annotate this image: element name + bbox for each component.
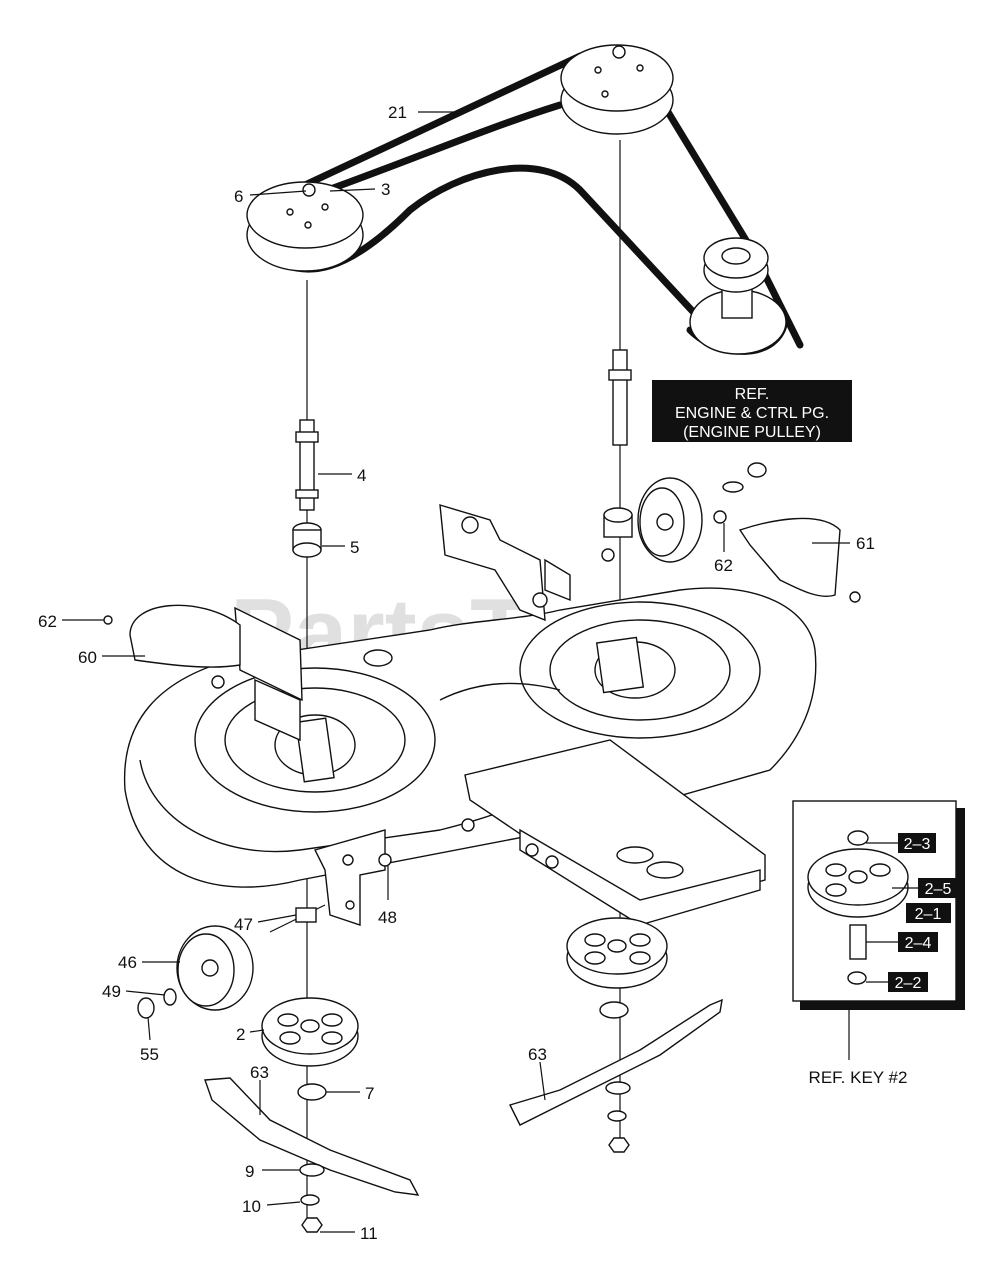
engine-pulley: [689, 237, 787, 355]
right-blade-hub: [566, 917, 668, 989]
left-blade-hub: [261, 997, 359, 1067]
right-spindle-assembly: [603, 140, 633, 1150]
callout-5: 5: [350, 538, 359, 557]
ref-key-2-inset: 2–3 2–5 2–1 2–4 2–2 REF. KEY #2: [792, 800, 965, 1087]
callout-60: 60: [78, 648, 97, 667]
inset-callout-2-4: 2–4: [905, 935, 932, 952]
callout-3: 3: [381, 180, 390, 199]
callout-63-right: 63: [528, 1045, 547, 1064]
right-blade: [509, 998, 723, 1126]
left-bracket-guard: [103, 604, 303, 742]
inset-callout-2-2: 2–2: [895, 975, 922, 992]
callout-6: 6: [234, 187, 243, 206]
callout-2: 2: [236, 1025, 245, 1044]
callout-46: 46: [118, 953, 137, 972]
left-gauge-wheel: [137, 904, 326, 1019]
right-spindle-pulley: [560, 44, 674, 135]
callout-21: 21: [388, 103, 407, 122]
left-spindle-pulley: [246, 181, 364, 272]
callout-47: 47: [234, 915, 253, 934]
front-hitch: [461, 739, 766, 926]
callout-55: 55: [140, 1045, 159, 1064]
engine-ref-line-3: (ENGINE PULLEY): [683, 424, 821, 441]
callout-61: 61: [856, 534, 875, 553]
callout-11: 11: [360, 1224, 378, 1243]
left-front-bracket: [313, 829, 392, 926]
right-upper-bracket: [439, 504, 571, 622]
right-spindle-hardware: [599, 1001, 631, 1153]
callout-62-right: 62: [714, 556, 733, 575]
engine-ref-line-2: ENGINE & CTRL PG.: [675, 405, 829, 422]
engine-reference-box: REF. ENGINE & CTRL PG. (ENGINE PULLEY): [652, 380, 852, 442]
callout-9: 9: [245, 1162, 254, 1181]
right-gauge-wheel: [601, 462, 767, 563]
callout-62-left: 62: [38, 612, 57, 631]
inset-callout-2-3: 2–3: [904, 836, 931, 853]
callout-48: 48: [378, 908, 397, 927]
callout-10: 10: [242, 1197, 261, 1216]
ref-key-label: REF. KEY #2: [809, 1068, 908, 1087]
callout-7: 7: [365, 1084, 374, 1103]
engine-ref-line-1: REF.: [735, 386, 770, 403]
callouts: 21 6 3 4 5 62 60 62 61 47 48 46 49 55 2 …: [38, 103, 875, 1243]
left-blade: [204, 1077, 420, 1196]
inset-callout-2-5: 2–5: [925, 881, 952, 898]
inset-callout-2-1: 2–1: [915, 906, 942, 923]
right-guard: [738, 517, 861, 603]
callout-4: 4: [357, 466, 366, 485]
callout-49: 49: [102, 982, 121, 1001]
left-spindle-hardware: [297, 1083, 327, 1233]
callout-63-left: 63: [250, 1063, 269, 1082]
